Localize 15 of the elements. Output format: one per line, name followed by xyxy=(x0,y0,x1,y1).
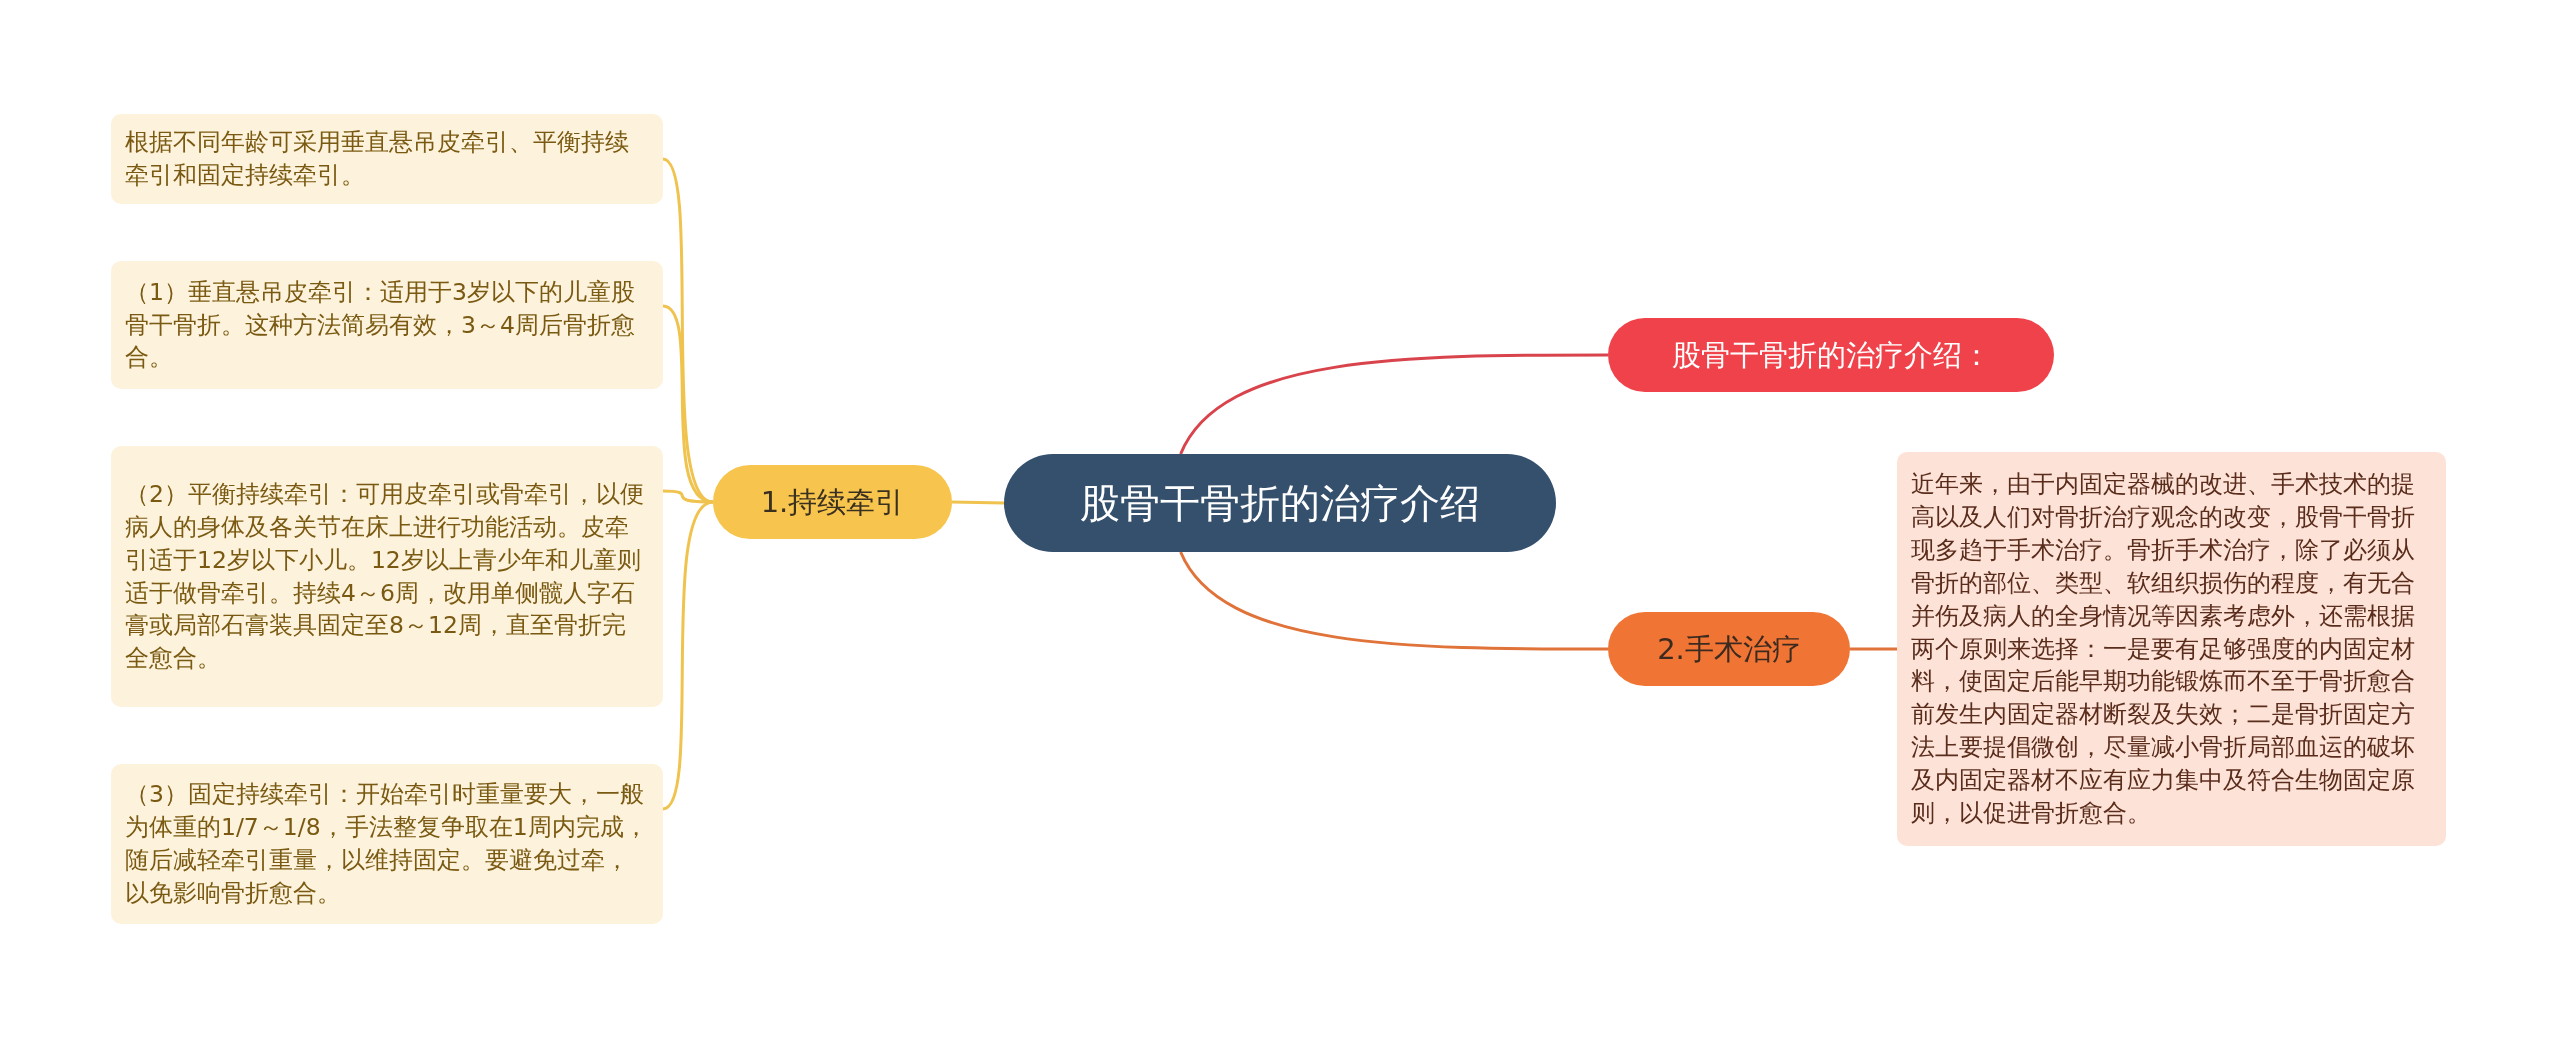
topic-box: 股骨干骨折的治疗介绍 xyxy=(1004,454,1556,552)
connector xyxy=(662,500,714,811)
subtopic-box: 股骨干骨折的治疗介绍： xyxy=(1608,318,2054,392)
note-box: 近年来，由于内固定器械的改进、手术技术的提高以及人们对骨折治疗观念的改变，股骨干骨折现多趋于手术治疗。骨折手术治疗，除了必须从骨折的部位、类型、软组织损伤的程度，有无合并伤及病人的全身情况等因素考虑外，还需根据两个原则来选择：一是要有足够强度的内固定材料，使固定后能早期功能锻炼而不至于骨折愈合前发生内固定器材断裂及失效；二是骨折固定方法上要提倡微创，尽量减小骨折局部血运的破坏及内固定器材不应有应力集中及符合生物固定原则，以促进骨折愈合。 xyxy=(1897,452,2446,846)
connector xyxy=(1179,353,1608,455)
connector xyxy=(1850,647,1897,651)
subtopic-box: 1.持续牵引 xyxy=(713,465,952,539)
connector xyxy=(951,500,1005,505)
connector xyxy=(1179,551,1608,651)
connector xyxy=(662,489,714,504)
subtopic-box: 2.手术治疗 xyxy=(1608,612,1850,686)
note-box: （1）垂直悬吊皮牵引：适用于3岁以下的儿童股骨干骨折。这种方法简易有效，3～4周后骨折愈合。 xyxy=(111,261,663,389)
note-box: （2）平衡持续牵引：可用皮牵引或骨牵引，以便病人的身体及各关节在床上进行功能活动。皮牵引适于12岁以下小儿。12岁以上青少年和儿童则适于做骨牵引。持续4～6周，改用单侧髋人字石膏或局部石膏装具固定至8～12周，直至骨折完全愈合。 xyxy=(111,446,663,707)
note-box: 根据不同年龄可采用垂直悬吊皮牵引、平衡持续牵引和固定持续牵引。 xyxy=(111,114,663,204)
note-box: （3）固定持续牵引：开始牵引时重量要大，一般为体重的1/7～1/8，手法整复争取在1周内完成，随后减轻牵引重量，以维持固定。要避免过牵，以免影响骨折愈合。 xyxy=(111,764,663,924)
